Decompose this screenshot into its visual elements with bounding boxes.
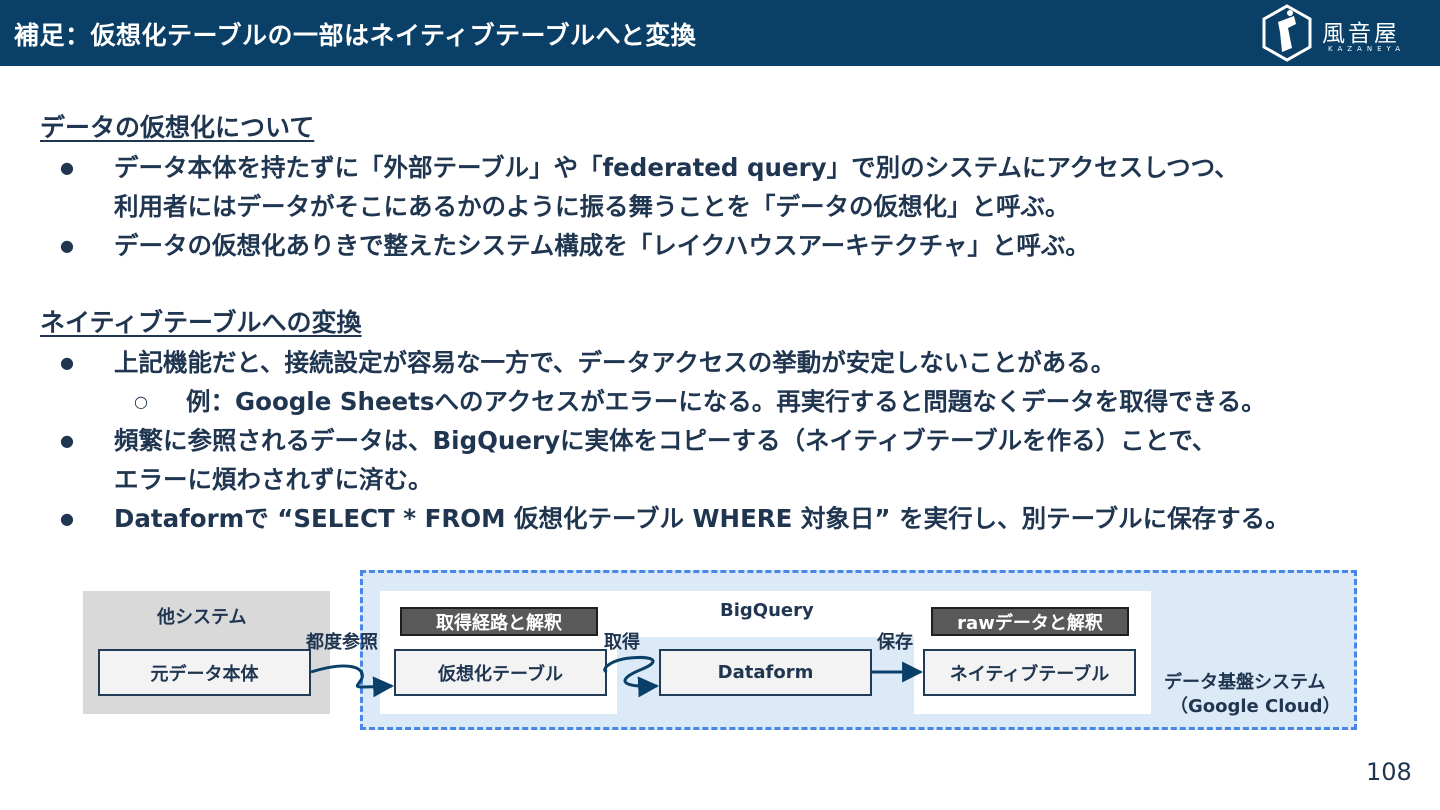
bullet-text: 頻繁に参照されるデータは、BigQueryに実体をコピーする（ネイティブテーブル… bbox=[114, 426, 1217, 455]
bullet-text: Dataformで “SELECT * FROM 仮想化テーブル WHERE 対… bbox=[114, 504, 1290, 533]
sub-bullet-text: 例：Google Sheetsへのアクセスがエラーになる。再実行すると問題なくデ… bbox=[186, 387, 1266, 416]
platform-label-line1: データ基盤システム bbox=[1164, 672, 1326, 693]
sub-bullet-item: ○ 例：Google Sheetsへのアクセスがエラーになる。再実行すると問題な… bbox=[40, 382, 1420, 421]
logo-subtext: KAZANEYA bbox=[1328, 45, 1406, 53]
bullet-item: ● データ本体を持たずに「外部テーブル」や「federated query」で別… bbox=[40, 148, 1420, 187]
arrow-fetch bbox=[603, 656, 660, 698]
bullet-text: 上記機能だと、接続設定が容易な一方で、データアクセスの挙動が安定しないことがある… bbox=[114, 348, 1116, 377]
bullet-item: ● データの仮想化ありきで整えたシステム構成を「レイクハウスアーキテクチャ」と呼… bbox=[40, 226, 1420, 265]
bullet-item: ● 上記機能だと、接続設定が容易な一方で、データアクセスの挙動が安定しないことが… bbox=[40, 343, 1420, 382]
edge-label-reference: 都度参照 bbox=[306, 632, 378, 653]
section-gap bbox=[40, 265, 1420, 303]
other-system-label: 他システム bbox=[157, 607, 247, 628]
logo-wordmark: 風音屋 bbox=[1322, 21, 1400, 47]
bullet-continuation: エラーに煩わされずに済む。 bbox=[40, 460, 1420, 499]
bullet-text: エラーに煩わされずに済む。 bbox=[114, 465, 433, 494]
bullet-continuation: 利用者にはデータがそこにあるかのように振る舞うことを「データの仮想化」と呼ぶ。 bbox=[40, 187, 1420, 226]
sub-bullet-circle-icon: ○ bbox=[134, 392, 148, 411]
edge-label-save: 保存 bbox=[877, 632, 913, 653]
bullet-dot-icon: ● bbox=[60, 509, 74, 528]
slide-title: 補足：仮想化テーブルの一部はネイティブテーブルへと変換 bbox=[14, 21, 697, 50]
platform-label-line2: （Google Cloud） bbox=[1170, 696, 1341, 717]
dataform-box: Dataform bbox=[659, 649, 872, 696]
section-heading-native: ネイティブテーブルへの変換 bbox=[40, 308, 362, 337]
page-number: 108 bbox=[1366, 758, 1412, 786]
logo-hexagon-icon bbox=[1262, 4, 1312, 62]
tag-fetch-path: 取得経路と解釈 bbox=[400, 607, 598, 636]
native-table-box: ネイティブテーブル bbox=[923, 649, 1136, 696]
edge-label-fetch: 取得 bbox=[604, 632, 640, 653]
bullet-dot-icon: ● bbox=[60, 236, 74, 255]
diagram-arrows bbox=[310, 656, 924, 698]
bullet-text: 利用者にはデータがそこにあるかのように振る舞うことを「データの仮想化」と呼ぶ。 bbox=[114, 192, 1070, 221]
source-data-box: 元データ本体 bbox=[98, 649, 311, 696]
bullet-dot-icon: ● bbox=[60, 158, 74, 177]
bullet-text: データの仮想化ありきで整えたシステム構成を「レイクハウスアーキテクチャ」と呼ぶ。 bbox=[114, 231, 1090, 260]
bullet-text: データ本体を持たずに「外部テーブル」や「federated query」で別のシ… bbox=[114, 153, 1239, 182]
bigquery-label: BigQuery bbox=[720, 600, 814, 621]
header-bar: 補足：仮想化テーブルの一部はネイティブテーブルへと変換 風音屋 KAZANEYA bbox=[0, 0, 1440, 66]
arrow-reference bbox=[310, 664, 395, 698]
bullet-item: ● Dataformで “SELECT * FROM 仮想化テーブル WHERE… bbox=[40, 499, 1420, 538]
section-heading-virtualization: データの仮想化について bbox=[40, 113, 315, 142]
bullet-item: ● 頻繁に参照されるデータは、BigQueryに実体をコピーする（ネイティブテー… bbox=[40, 421, 1420, 460]
bullet-dot-icon: ● bbox=[60, 353, 74, 372]
architecture-diagram: 他システム BigQuery 取得経路と解釈 rawデータと解釈 都度参照 取得… bbox=[0, 560, 1440, 750]
kazaneya-logo: 風音屋 KAZANEYA bbox=[1258, 4, 1408, 62]
slide-body: データの仮想化について ● データ本体を持たずに「外部テーブル」や「federa… bbox=[40, 108, 1420, 538]
tag-raw-data: rawデータと解釈 bbox=[931, 607, 1129, 636]
virtual-table-box: 仮想化テーブル bbox=[394, 649, 607, 696]
bullet-dot-icon: ● bbox=[60, 431, 74, 450]
